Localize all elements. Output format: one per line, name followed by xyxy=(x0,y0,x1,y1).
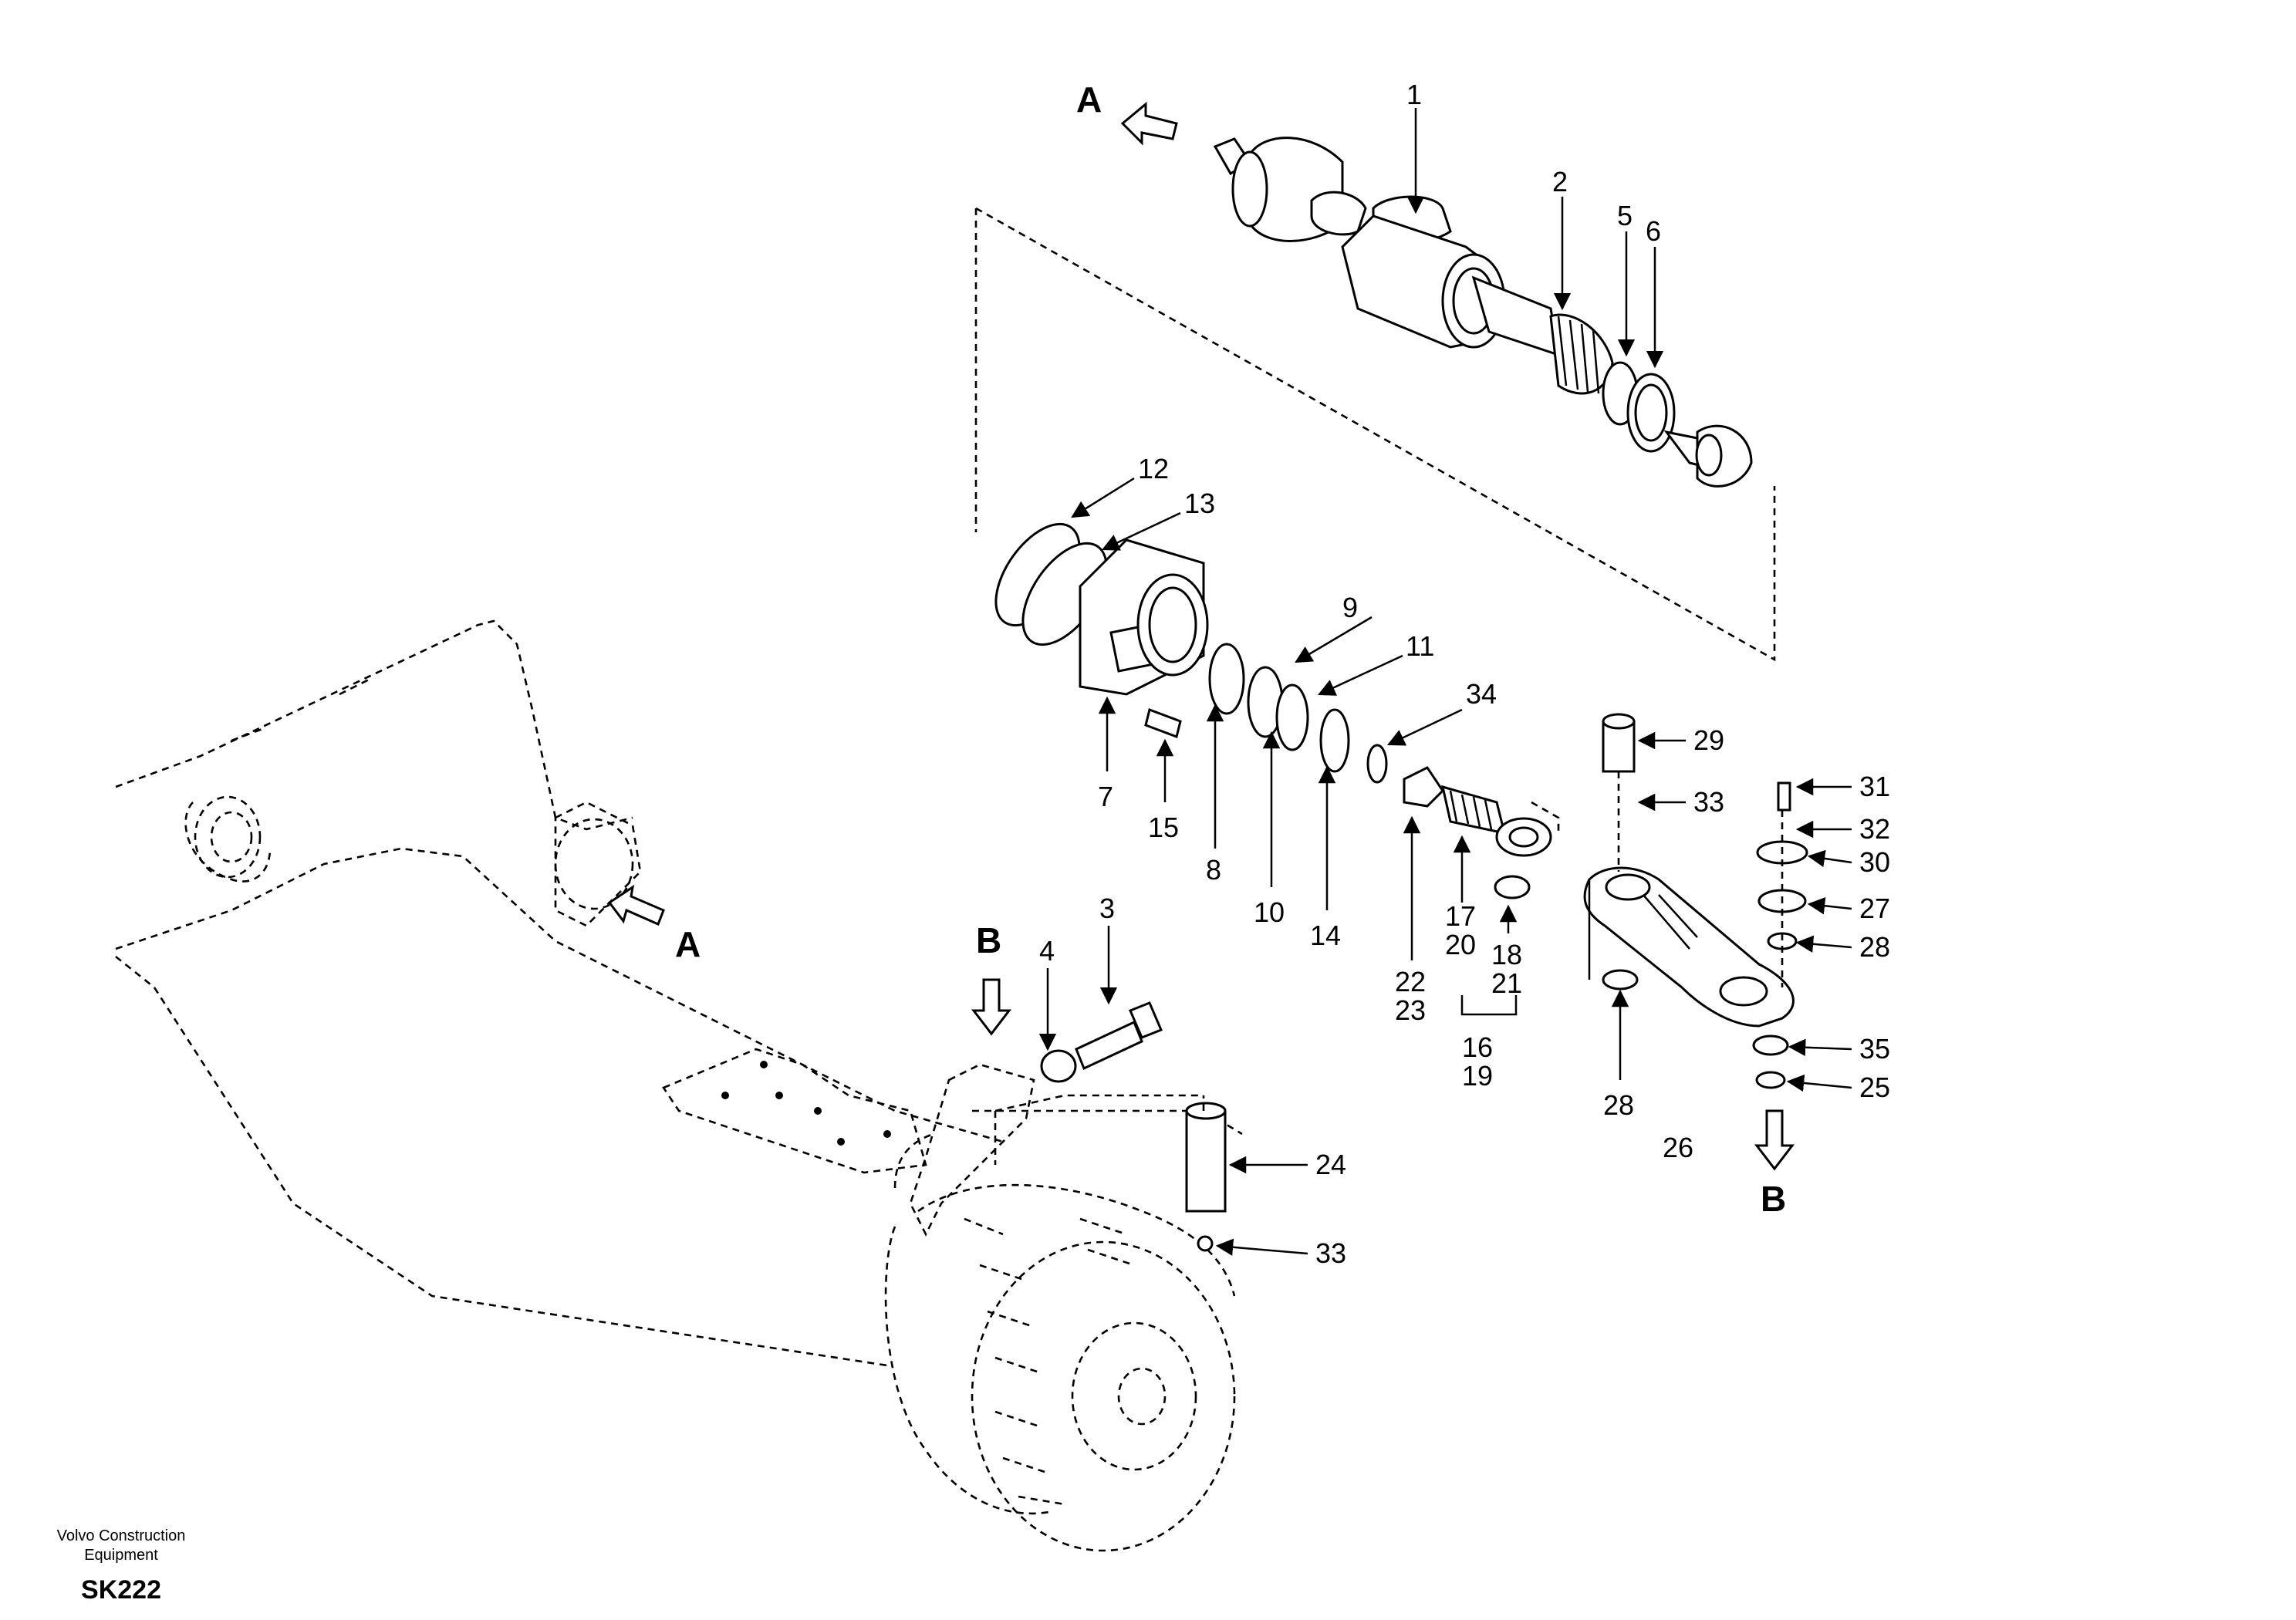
callout-10: 10 xyxy=(1254,896,1285,928)
callout-12: 12 xyxy=(1138,453,1169,484)
callout-3: 3 xyxy=(1099,893,1115,924)
callout-24: 24 xyxy=(1315,1149,1346,1180)
callout-18: 18 xyxy=(1491,939,1522,970)
callout-21: 21 xyxy=(1491,967,1522,999)
callout-22: 22 xyxy=(1395,966,1426,997)
callout-23: 23 xyxy=(1395,994,1426,1026)
assembly-path xyxy=(974,207,1776,662)
callout-32: 32 xyxy=(1859,813,1890,845)
view-label-b-right: B xyxy=(1761,1179,1786,1219)
callout-31: 31 xyxy=(1859,771,1890,802)
axle-housing xyxy=(115,619,1004,1367)
callout-17: 17 xyxy=(1445,900,1476,932)
callout-33-lower: 33 xyxy=(1315,1237,1346,1269)
wheel-hub xyxy=(884,1063,1243,1552)
callout-14: 14 xyxy=(1310,920,1341,951)
callout-13: 13 xyxy=(1184,488,1215,519)
callout-7: 7 xyxy=(1098,781,1113,812)
tie-rod-end xyxy=(1403,766,1560,899)
callout-20: 20 xyxy=(1445,929,1476,960)
leader-lines xyxy=(1038,108,1852,1256)
callout-34: 34 xyxy=(1466,678,1497,710)
callout-5: 5 xyxy=(1617,200,1633,231)
steering-cylinder xyxy=(1213,137,1753,488)
callout-28-right: 28 xyxy=(1859,931,1890,963)
drawing-code: SK222 xyxy=(81,1575,161,1605)
callout-30: 30 xyxy=(1859,846,1890,878)
brand-line-2: Equipment xyxy=(84,1547,158,1564)
callout-33-upper: 33 xyxy=(1693,786,1724,818)
callout-26: 26 xyxy=(1663,1132,1693,1163)
callout-15: 15 xyxy=(1148,812,1179,843)
callout-9: 9 xyxy=(1342,592,1358,623)
drawing-footer: Volvo Construction Equipment SK222 xyxy=(57,1527,186,1605)
callout-28-left: 28 xyxy=(1603,1089,1634,1121)
flange-bracket xyxy=(994,522,1388,784)
callout-29: 29 xyxy=(1693,724,1724,756)
callout-8: 8 xyxy=(1206,854,1221,886)
callout-1: 1 xyxy=(1406,79,1422,110)
callout-16: 16 xyxy=(1462,1031,1493,1063)
view-label-a-top: A xyxy=(1076,79,1102,120)
view-label-b-left: B xyxy=(976,920,1001,960)
view-arrows xyxy=(607,101,1795,1171)
callout-4: 4 xyxy=(1039,935,1055,967)
callout-6: 6 xyxy=(1646,215,1661,247)
callout-11: 11 xyxy=(1406,630,1434,662)
callout-2: 2 xyxy=(1552,166,1568,197)
callout-25: 25 xyxy=(1859,1072,1890,1103)
view-label-a-axle: A xyxy=(675,924,701,964)
kingpin-parts xyxy=(994,1001,1227,1252)
callout-35: 35 xyxy=(1859,1033,1890,1065)
callout-19: 19 xyxy=(1462,1060,1493,1092)
callout-labels: 1 2 5 6 12 13 9 11 34 7 15 8 10 14 22 23… xyxy=(1039,79,1890,1269)
callout-27: 27 xyxy=(1859,893,1890,924)
steering-arm xyxy=(1583,713,1808,1089)
brand-line-1: Volvo Construction xyxy=(57,1527,186,1544)
